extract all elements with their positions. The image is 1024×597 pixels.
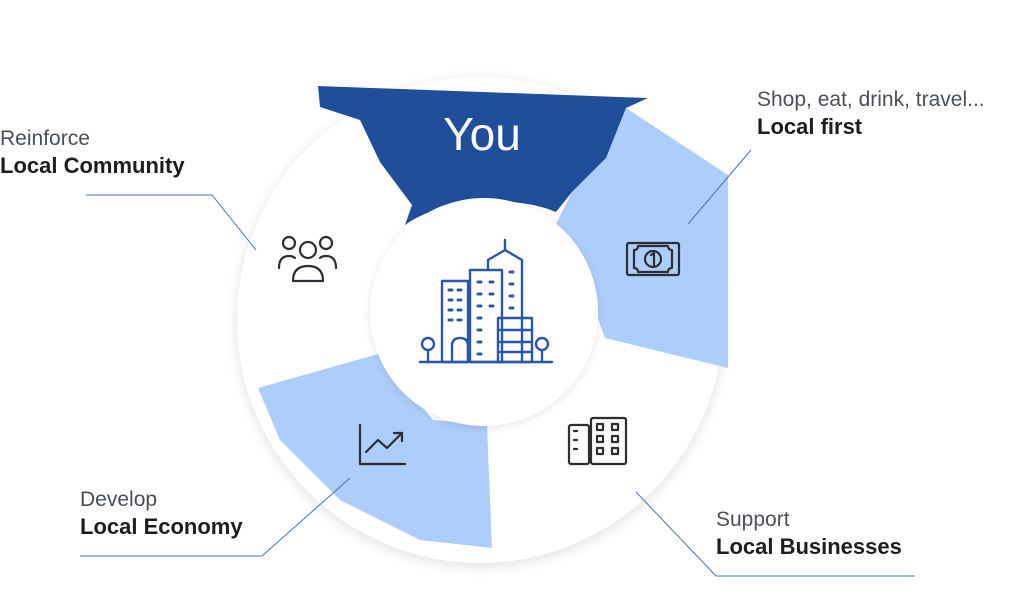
leader-line-shop — [687, 149, 752, 225]
callout-shop-line1: Shop, eat, drink, travel... — [757, 88, 985, 111]
callout-business-line1: Support — [716, 508, 790, 531]
callout-community-line1: Reinforce — [0, 127, 90, 150]
callout-economy-line2: Local Economy — [80, 514, 243, 540]
segment-you — [318, 86, 648, 225]
leader-line-economy — [80, 477, 351, 557]
callout-business-line2: Local Businesses — [716, 534, 902, 560]
center-label: You — [443, 108, 521, 160]
people-group-icon — [277, 235, 338, 283]
leader-lines — [80, 149, 915, 577]
callout-shop-line2: Local first — [757, 114, 863, 140]
leader-line-community — [86, 194, 257, 251]
office-buildings-icon — [567, 416, 628, 466]
callout-economy-line1: Develop — [80, 488, 158, 511]
city-skyline-icon — [418, 238, 554, 364]
callout-local-economy: Develop Local Economy — [80, 487, 243, 541]
callout-local-businesses: Support Local Businesses — [716, 507, 902, 561]
callout-community-line2: Local Community — [0, 153, 185, 179]
segment-local-economy — [258, 352, 492, 548]
callout-local-community: Reinforce Local Community — [0, 126, 185, 180]
center-circle — [370, 198, 598, 426]
callout-shop-local: Shop, eat, drink, travel... Local first — [757, 87, 985, 141]
money-bill-icon — [625, 241, 681, 277]
growth-chart-icon — [358, 423, 407, 466]
leader-line-business — [635, 491, 915, 577]
segment-shop-local — [556, 108, 728, 368]
